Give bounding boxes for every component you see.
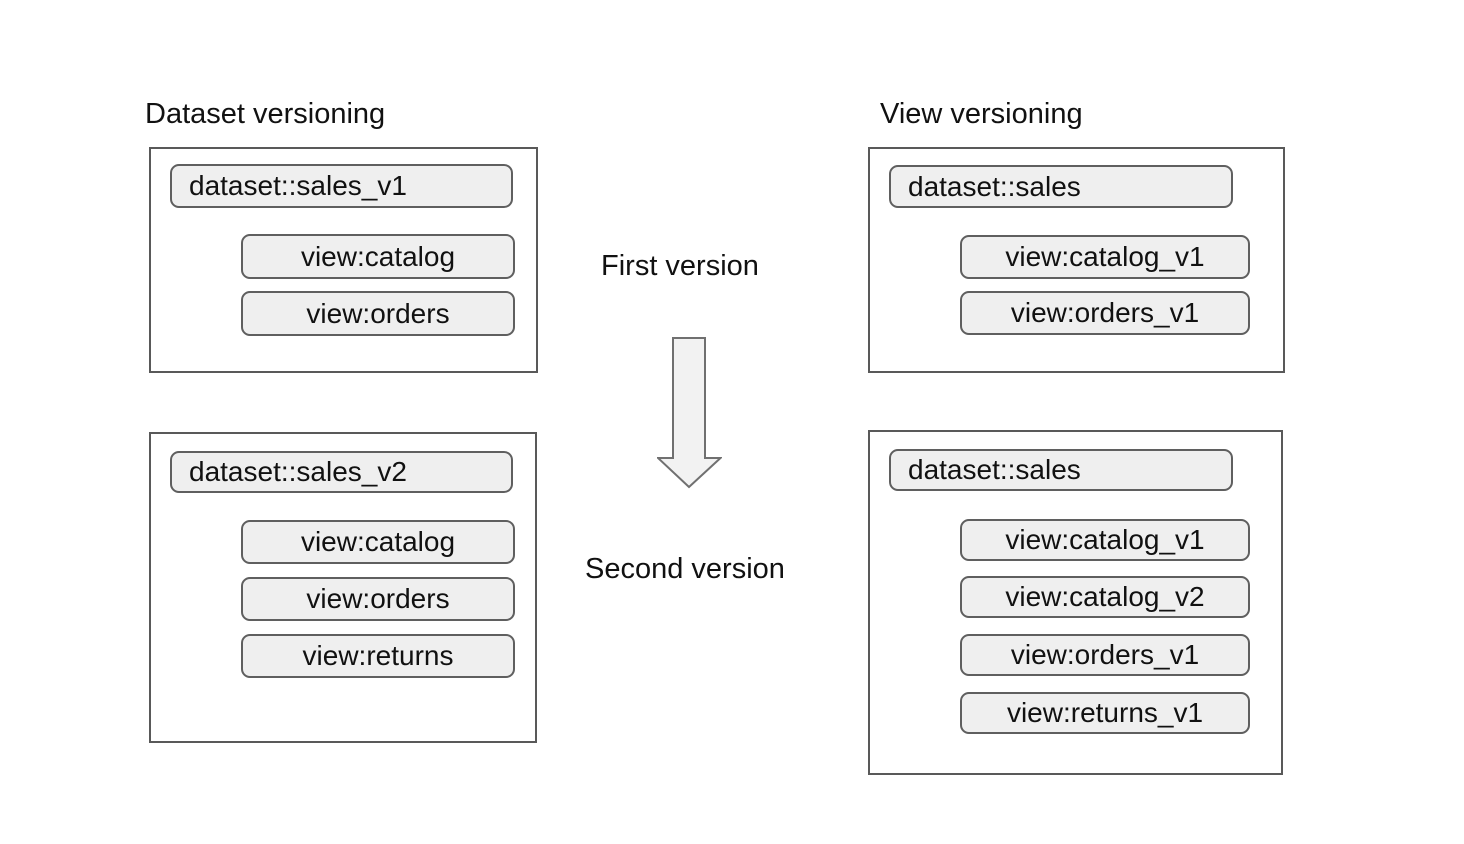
panel-dataset-versioning-v1: dataset::sales_v1 view:catalog view:orde… (149, 147, 538, 373)
panel-view-versioning-v2: dataset::sales view:catalog_v1 view:cata… (868, 430, 1283, 775)
panel-view-versioning-v1: dataset::sales view:catalog_v1 view:orde… (868, 147, 1285, 373)
view-pill: view:returns (241, 634, 515, 678)
view-pill: view:catalog (241, 520, 515, 564)
view-pill: view:catalog_v1 (960, 235, 1250, 279)
dataset-pill: dataset::sales_v1 (170, 164, 513, 208)
view-pill: view:catalog_v2 (960, 576, 1250, 618)
view-pill: view:orders (241, 291, 515, 336)
dataset-pill: dataset::sales (889, 165, 1233, 208)
dataset-pill: dataset::sales_v2 (170, 451, 513, 493)
view-pill: view:catalog (241, 234, 515, 279)
view-pill: view:orders_v1 (960, 634, 1250, 676)
view-pill: view:orders_v1 (960, 291, 1250, 335)
panel-dataset-versioning-v2: dataset::sales_v2 view:catalog view:orde… (149, 432, 537, 743)
first-version-label: First version (601, 250, 759, 282)
dataset-pill: dataset::sales (889, 449, 1233, 491)
down-arrow-icon (655, 337, 724, 489)
second-version-label: Second version (585, 553, 785, 585)
heading-dataset-versioning: Dataset versioning (145, 98, 386, 130)
view-pill: view:orders (241, 577, 515, 621)
view-pill: view:catalog_v1 (960, 519, 1250, 561)
heading-view-versioning: View versioning (880, 98, 1083, 130)
view-pill: view:returns_v1 (960, 692, 1250, 734)
